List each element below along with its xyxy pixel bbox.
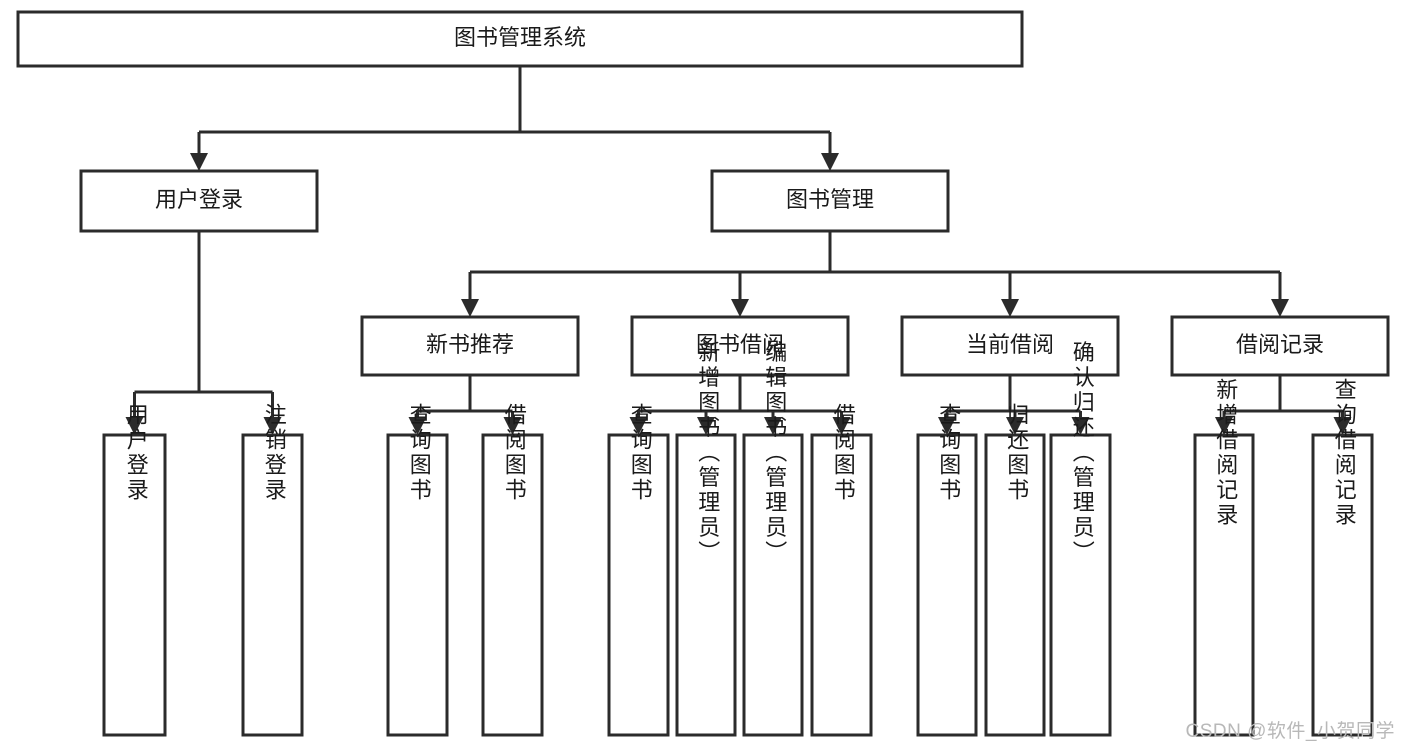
edge-arrowhead-icon [503,417,522,435]
edge-arrowhead-icon [190,153,208,171]
node-leaf-query-book-3-box[interactable] [916,433,978,737]
node-leaf-logout-login[interactable]: 注销登录 [241,403,304,737]
node-leaf-query-record-box[interactable] [1311,433,1374,737]
node-leaf-query-book-1-box[interactable] [386,433,449,737]
edge-arrowhead-icon [764,417,782,435]
node-borrow-record-box[interactable] [1170,315,1390,377]
node-root-box[interactable] [16,10,1024,68]
node-book-manage-box[interactable] [710,169,950,233]
node-leaf-query-book-3[interactable]: 查询图书 [916,403,978,737]
node-boxes: 图书管理系统用户登录图书管理新书推荐图书借阅当前借阅借阅记录用户登录注销登录查询… [16,10,1390,737]
node-leaf-user-login-label: 用户登录 [124,403,149,503]
node-leaf-return-book-label: 归还图书 [1004,403,1029,503]
node-leaf-borrow-book-1-label: 借阅图书 [502,403,527,503]
node-user-login-label: 用户登录 [155,187,243,212]
node-leaf-edit-book[interactable]: 编辑图书（管理员） [742,341,804,737]
edge-arrowhead-icon [1001,299,1019,317]
node-leaf-query-book-1-label: 查询图书 [407,403,432,503]
node-current-borrow-label: 当前借阅 [966,332,1054,357]
edge-arrowhead-icon [731,299,749,317]
edge-arrowhead-icon [125,417,144,435]
node-leaf-borrow-book-2-box[interactable] [810,433,873,737]
node-borrow-record[interactable]: 借阅记录 [1170,315,1390,377]
node-new-book-recommend[interactable]: 新书推荐 [360,315,580,377]
node-leaf-add-record-label: 新增借阅记录 [1213,378,1238,528]
node-leaf-query-record[interactable]: 查询借阅记录 [1311,378,1374,737]
watermark-label: CSDN @软件_小贺同学 [1185,721,1395,742]
edge-arrowhead-icon [1071,417,1090,435]
node-book-manage[interactable]: 图书管理 [710,169,950,233]
node-root[interactable]: 图书管理系统 [16,10,1024,68]
edge-arrowhead-icon [832,417,851,435]
node-leaf-add-book-label: 新增图书（管理员） [695,341,720,566]
node-new-book-recommend-label: 新书推荐 [426,332,514,357]
edge-arrowhead-icon [263,417,282,435]
node-leaf-confirm-return-box[interactable] [1049,433,1112,737]
node-leaf-return-book-box[interactable] [984,433,1046,737]
node-leaf-add-record-box[interactable] [1193,433,1255,737]
edge-arrowhead-icon [1333,417,1352,435]
edge-arrowhead-icon [821,153,839,171]
node-book-borrow-box[interactable] [630,315,850,377]
edge-arrowhead-icon [629,417,648,435]
edge-arrowhead-icon [461,299,479,317]
node-leaf-return-book[interactable]: 归还图书 [984,403,1046,737]
connector-edges [125,66,1352,435]
node-leaf-query-book-3-label: 查询图书 [936,403,961,503]
node-root-label: 图书管理系统 [454,25,586,50]
node-current-borrow-box[interactable] [900,315,1120,377]
node-leaf-add-record[interactable]: 新增借阅记录 [1193,378,1255,737]
edge-arrowhead-icon [1006,417,1024,435]
node-leaf-edit-book-label: 编辑图书（管理员） [762,341,787,566]
node-borrow-record-label: 借阅记录 [1236,332,1324,357]
node-leaf-confirm-return-label: 确认归还（管理员） [1070,341,1095,566]
node-book-borrow-label: 图书借阅 [696,332,784,357]
node-leaf-query-book-1[interactable]: 查询图书 [386,403,449,737]
node-leaf-logout-login-label: 注销登录 [262,403,287,503]
node-leaf-logout-login-box[interactable] [241,433,304,737]
node-leaf-add-book-box[interactable] [675,433,737,737]
edge-arrowhead-icon [408,417,427,435]
node-leaf-query-book-2-label: 查询图书 [628,403,653,503]
node-leaf-user-login[interactable]: 用户登录 [102,403,167,737]
node-new-book-recommend-box[interactable] [360,315,580,377]
node-current-borrow[interactable]: 当前借阅 [900,315,1120,377]
node-book-borrow[interactable]: 图书借阅 [630,315,850,377]
edge-arrowhead-icon [1215,417,1233,435]
node-user-login-box[interactable] [79,169,319,233]
edge-arrowhead-icon [1271,299,1289,317]
edge-arrowhead-icon [938,417,956,435]
node-leaf-borrow-book-2[interactable]: 借阅图书 [810,403,873,737]
node-leaf-query-book-2-box[interactable] [607,433,670,737]
node-book-manage-label: 图书管理 [786,187,874,212]
node-user-login[interactable]: 用户登录 [79,169,319,233]
node-leaf-borrow-book-2-label: 借阅图书 [831,403,856,503]
node-leaf-borrow-book-1[interactable]: 借阅图书 [481,403,544,737]
node-leaf-add-book[interactable]: 新增图书（管理员） [675,341,737,737]
node-leaf-borrow-book-1-box[interactable] [481,433,544,737]
node-leaf-edit-book-box[interactable] [742,433,804,737]
node-leaf-query-record-label: 查询借阅记录 [1332,378,1357,528]
node-leaf-confirm-return[interactable]: 确认归还（管理员） [1049,341,1112,737]
node-leaf-query-book-2[interactable]: 查询图书 [607,403,670,737]
node-leaf-user-login-box[interactable] [102,433,167,737]
edge-arrowhead-icon [697,417,715,435]
